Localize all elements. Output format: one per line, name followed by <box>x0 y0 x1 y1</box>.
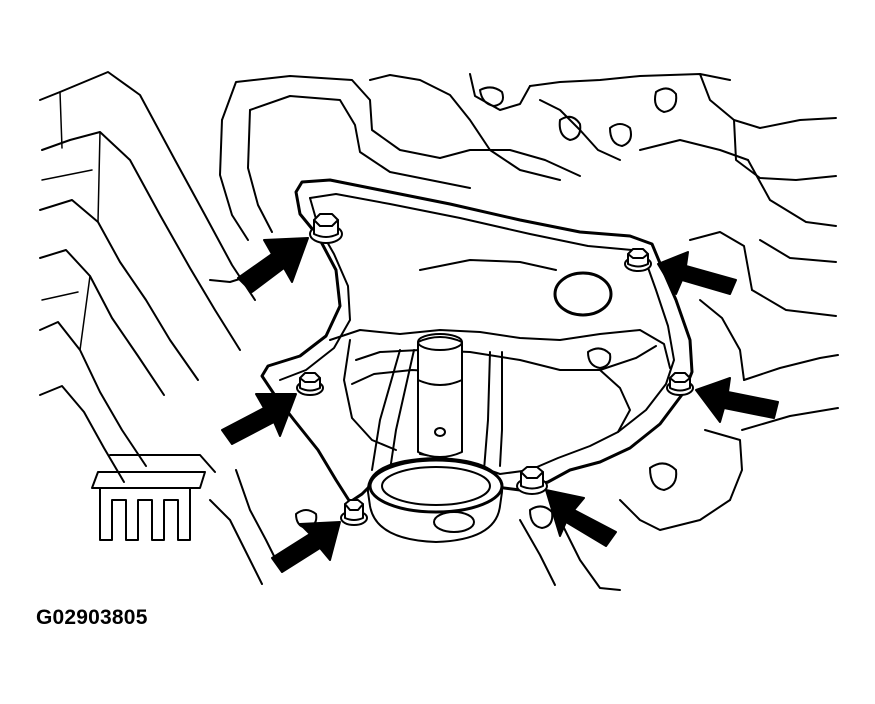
bolts <box>296 213 694 526</box>
mount-shaft <box>371 333 503 471</box>
arrow-icon <box>271 521 341 573</box>
bolt-icon <box>296 372 324 396</box>
mount-base <box>366 457 504 543</box>
background-engine-linework <box>39 71 839 591</box>
arrow-icon <box>545 489 617 547</box>
bolt-icon <box>340 499 368 526</box>
bolt-icon <box>309 213 343 244</box>
bolt-icon <box>666 372 694 396</box>
arrow-icon <box>237 237 309 293</box>
figure-code: G02903805 <box>36 606 148 629</box>
bolt-icon <box>516 466 548 495</box>
pointer-arrows <box>221 237 779 573</box>
arrow-icon <box>695 377 779 423</box>
arrow-icon <box>657 251 737 295</box>
arrow-icon <box>221 393 297 445</box>
bolt-icon <box>624 248 652 272</box>
